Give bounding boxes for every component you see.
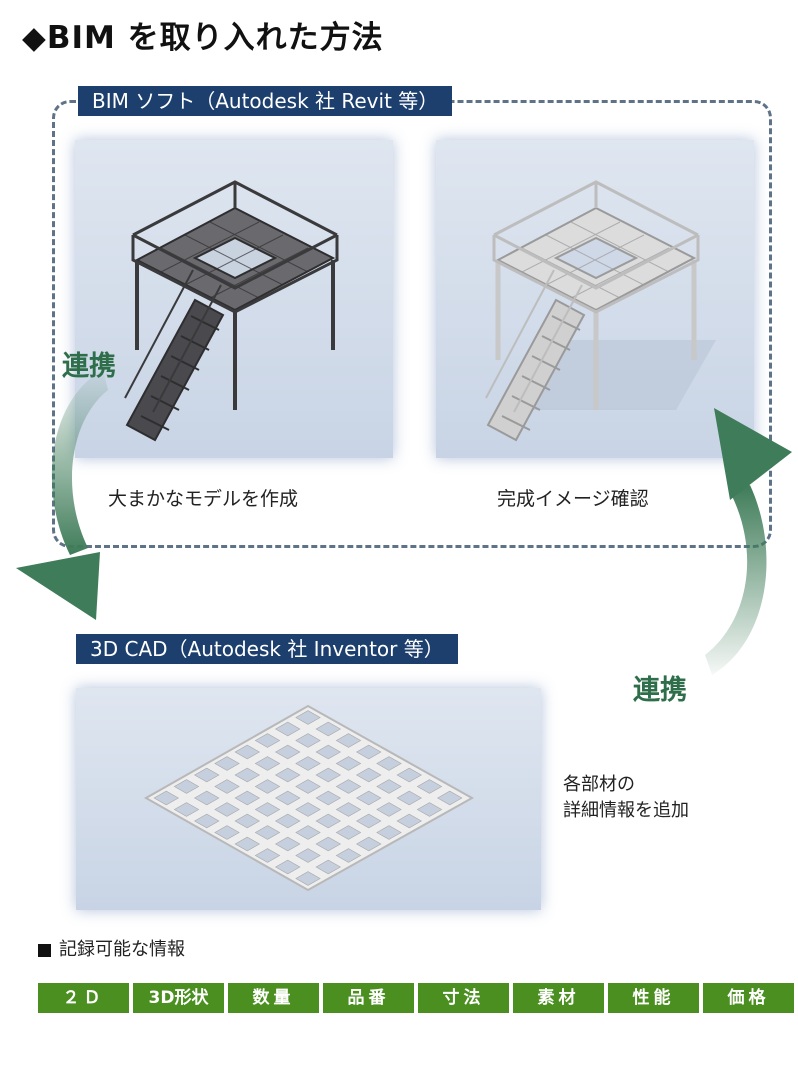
grating-hole xyxy=(274,859,301,875)
grating-hole xyxy=(254,733,281,748)
grating-hole xyxy=(315,790,342,806)
grating-hole xyxy=(376,779,402,794)
grating-hole xyxy=(295,710,321,725)
info-tag: 寸法 xyxy=(418,983,509,1013)
grating-hole xyxy=(274,721,301,737)
cad-note-line1: 各部材の xyxy=(563,774,635,795)
rough-model-caption: 大まかなモデルを作成 xyxy=(108,488,299,510)
grating-hole xyxy=(355,813,382,829)
grating-hole xyxy=(295,756,321,771)
link-arrow-down-icon xyxy=(16,370,108,620)
grating-hole xyxy=(214,756,240,771)
recordable-info-heading: 記録可能な情報 xyxy=(38,935,185,961)
info-tag-list: ２Ｄ 3D形状 数量 品番 寸法 素材 性能 価格 xyxy=(38,983,794,1013)
grating-hole xyxy=(173,802,200,817)
info-tag: 数量 xyxy=(228,983,319,1013)
grating-hole xyxy=(335,802,362,817)
grating-hole xyxy=(376,825,402,840)
grating-hole xyxy=(315,859,342,875)
grating-hole xyxy=(315,767,342,783)
cad-note-line2: 詳細情報を追加 xyxy=(563,800,689,821)
grating-hole xyxy=(376,756,402,771)
grating-hole xyxy=(234,813,261,829)
grating-hole xyxy=(396,790,423,806)
grating-hole xyxy=(234,767,261,783)
grating-hole xyxy=(274,813,301,829)
grating-hole xyxy=(173,779,200,794)
grating-hole xyxy=(234,790,261,806)
grating-hole xyxy=(234,744,261,760)
grating-hole xyxy=(193,813,220,829)
info-tag: 性能 xyxy=(608,983,699,1013)
grating-hole xyxy=(295,733,321,748)
link-arrow-up-icon xyxy=(705,408,792,675)
grating-hole xyxy=(295,848,321,863)
grating-hole xyxy=(315,721,342,737)
cad-section-label: 3D CAD（Autodesk 社 Inventor 等） xyxy=(76,634,458,664)
grating-hole xyxy=(416,802,443,817)
grating-hole xyxy=(295,871,321,886)
grating-hole xyxy=(355,767,382,783)
grating-hole xyxy=(193,767,220,783)
grating-model-image xyxy=(76,688,541,910)
grating-hole xyxy=(335,733,362,748)
grating-hole xyxy=(254,825,281,840)
grating-hole xyxy=(254,756,281,771)
grating-hole xyxy=(335,779,362,794)
link-label-right: 連携 xyxy=(633,675,687,706)
info-tag: 素材 xyxy=(513,983,604,1013)
grating-hole xyxy=(355,744,382,760)
grating-hole xyxy=(295,802,321,817)
grating-hole xyxy=(436,790,463,806)
info-tag: 品番 xyxy=(323,983,414,1013)
link-label-left: 連携 xyxy=(62,351,116,382)
grating-hole xyxy=(274,744,301,760)
grating-hole xyxy=(396,767,423,783)
grating-hole xyxy=(315,744,342,760)
grating-hole xyxy=(295,825,321,840)
completed-image xyxy=(436,140,754,458)
grating-hole xyxy=(396,813,423,829)
steel-platform-light-illustration xyxy=(485,180,716,442)
grating-hole xyxy=(153,790,180,806)
grating-hole xyxy=(193,790,220,806)
grating-hole xyxy=(315,836,342,852)
recordable-info-label: 記録可能な情報 xyxy=(59,939,185,960)
grating-panel-illustration xyxy=(143,704,475,892)
completed-image-caption: 完成イメージ確認 xyxy=(497,488,649,510)
grating-hole xyxy=(274,836,301,852)
grating-hole xyxy=(214,779,240,794)
grating-hole xyxy=(376,802,402,817)
info-tag: 3D形状 xyxy=(133,983,224,1013)
square-bullet-icon xyxy=(38,943,51,957)
grating-hole xyxy=(274,790,301,806)
grating-hole xyxy=(254,779,281,794)
info-tag: 価格 xyxy=(703,983,794,1013)
grating-hole xyxy=(214,802,240,817)
info-tag: ２Ｄ xyxy=(38,983,129,1013)
page-title: ◆BIM を取り入れた方法 xyxy=(22,20,384,56)
grating-hole xyxy=(335,848,362,863)
bim-section-label: BIM ソフト（Autodesk 社 Revit 等） xyxy=(78,86,453,116)
grating-hole xyxy=(234,836,261,852)
grating-hole xyxy=(355,790,382,806)
steel-platform-dark-illustration xyxy=(124,180,339,442)
grating-hole xyxy=(355,836,382,852)
grating-hole xyxy=(335,756,362,771)
grating-hole xyxy=(214,825,240,840)
rough-model-image xyxy=(75,140,393,458)
grating-hole xyxy=(254,848,281,863)
grating-hole xyxy=(315,813,342,829)
grating-hole xyxy=(254,802,281,817)
grating-hole xyxy=(416,779,443,794)
grating-hole xyxy=(335,825,362,840)
grating-hole xyxy=(274,767,301,783)
grating-hole xyxy=(295,779,321,794)
